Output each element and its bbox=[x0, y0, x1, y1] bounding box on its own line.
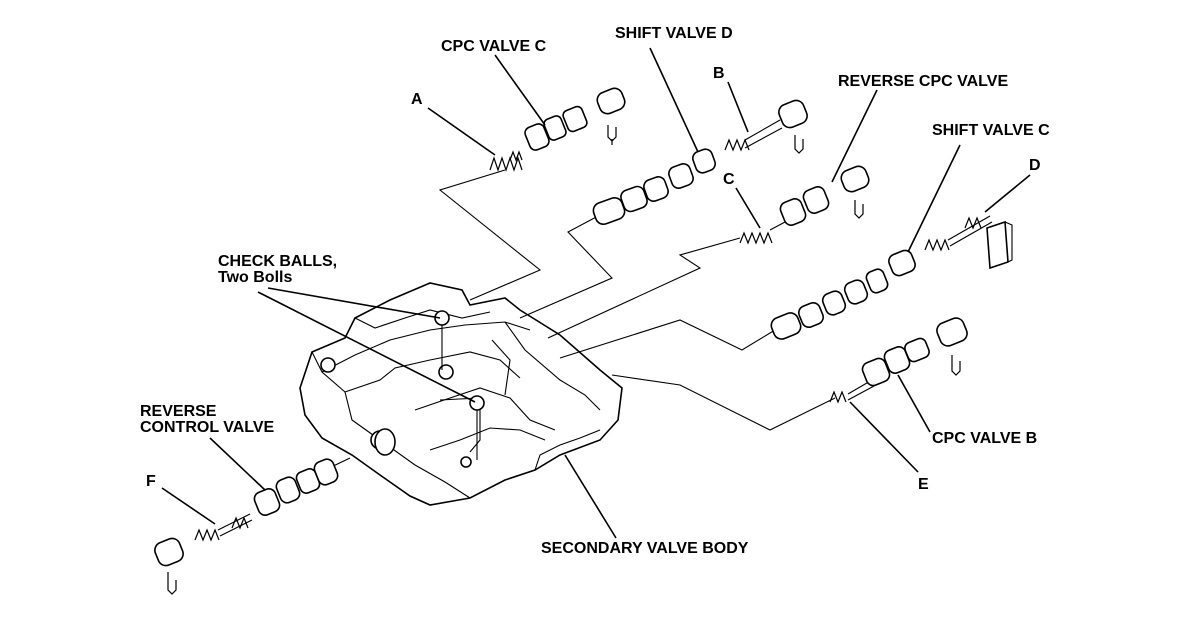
label-shift-valve-d: SHIFT VALVE D bbox=[615, 25, 733, 42]
label-shift-valve-c: SHIFT VALVE C bbox=[932, 122, 1050, 139]
secondary-valve-body bbox=[299, 282, 623, 506]
spring-b-assembly bbox=[724, 99, 808, 154]
label-reverse-control-line2: CONTROL VALVE bbox=[140, 419, 275, 436]
label-d: D bbox=[1029, 157, 1041, 174]
reverse-cpc-valve-assembly bbox=[739, 165, 870, 245]
cpc-valve-b-assembly bbox=[829, 317, 968, 404]
label-e: E bbox=[918, 476, 929, 493]
check-ball-2 bbox=[469, 395, 485, 411]
shift-valve-c-spool bbox=[770, 249, 916, 340]
label-cpc-valve-b: CPC VALVE B bbox=[932, 430, 1037, 447]
label-c: C bbox=[723, 171, 735, 188]
bore-routing-lines bbox=[324, 169, 836, 471]
label-reverse-control-line1: REVERSE bbox=[140, 403, 217, 420]
cpc-valve-c-assembly bbox=[489, 87, 626, 172]
label-check-balls-line2: Two Bolls bbox=[218, 269, 292, 286]
label-secondary-valve-body: SECONDARY VALVE BODY bbox=[541, 540, 749, 557]
label-a: A bbox=[411, 91, 423, 108]
label-b: B bbox=[713, 65, 725, 82]
label-reverse-cpc-valve: REVERSE CPC VALVE bbox=[838, 73, 1008, 90]
leader-lines bbox=[161, 47, 1031, 539]
spring-f-assembly bbox=[154, 513, 253, 595]
label-f: F bbox=[146, 473, 156, 490]
label-check-balls-line1: CHECK BALLS, bbox=[218, 253, 337, 270]
label-cpc-valve-c: CPC VALVE C bbox=[441, 38, 547, 55]
shift-valve-d-spool bbox=[592, 148, 716, 226]
spring-d-assembly bbox=[924, 215, 1013, 270]
reverse-control-valve-assembly bbox=[253, 458, 339, 516]
